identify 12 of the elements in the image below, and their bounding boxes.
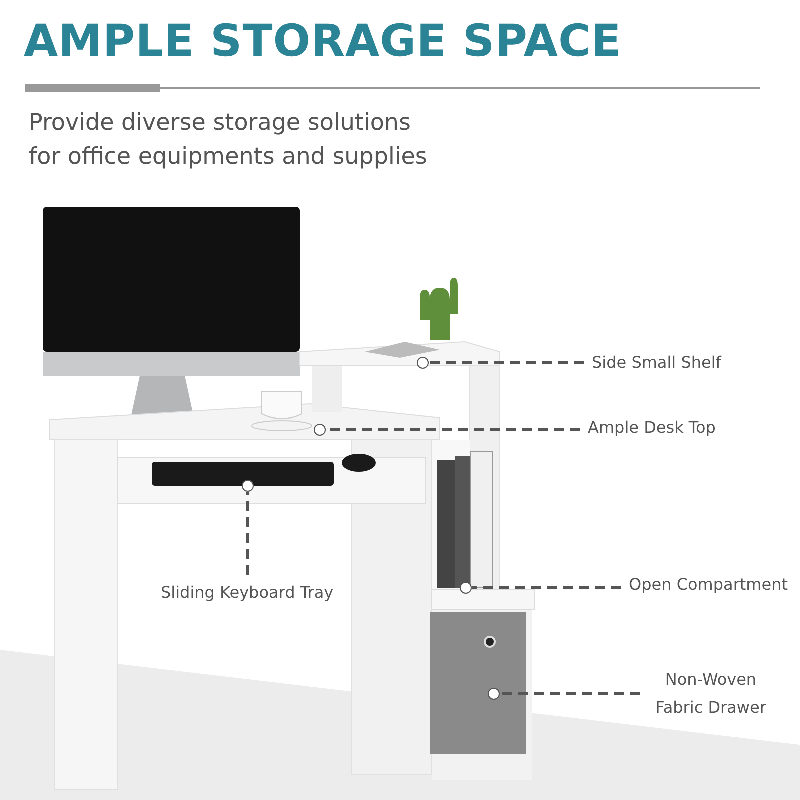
callout-label: Open Compartment (629, 571, 788, 599)
callout-label: Sliding Keyboard Tray (161, 579, 334, 607)
callout-label: Non-Woven Fabric Drawer (648, 666, 774, 722)
callout-label: Side Small Shelf (592, 349, 722, 377)
leader-line (429, 362, 584, 364)
leader-line (500, 692, 640, 696)
target-dot (417, 357, 429, 369)
callout-label: Ample Desk Top (588, 414, 716, 442)
leader-line (246, 492, 250, 575)
title: AMPLE STORAGE SPACE (24, 16, 622, 67)
leader-line (472, 586, 621, 590)
subtitle: Provide diverse storage solutions for office equipments and supplies (29, 109, 428, 172)
